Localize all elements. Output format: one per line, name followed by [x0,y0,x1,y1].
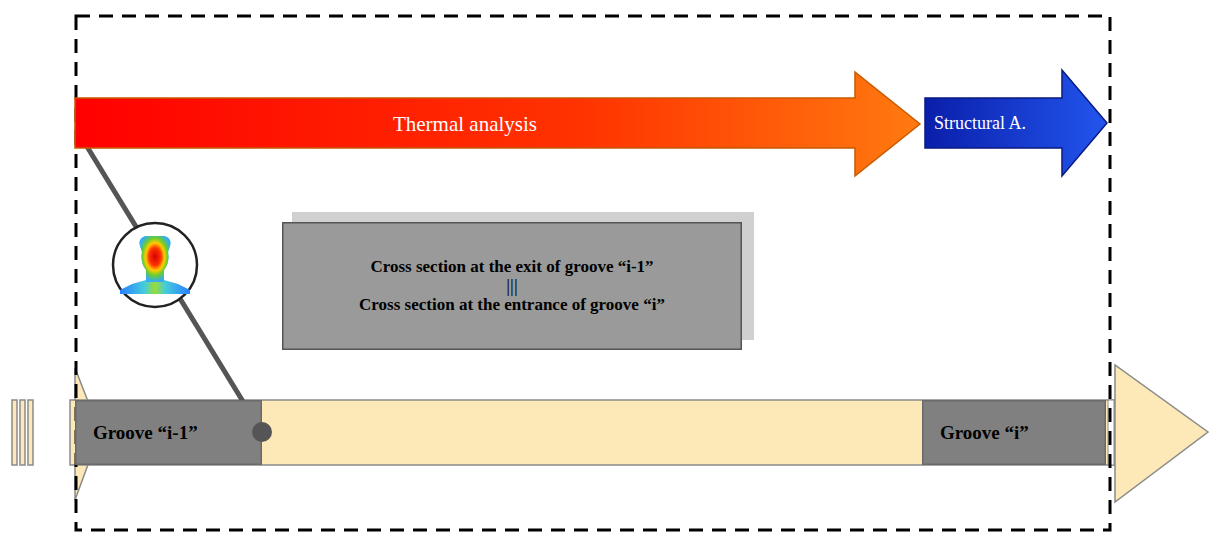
bar-left-marks [12,400,33,465]
groove-box: Groove “i-1” [75,400,262,465]
note-box: Cross section at the exit of groove “i-1… [282,222,742,350]
connector-line [77,130,262,432]
node-text: Groove “i” [922,422,1106,444]
node-text: ||| [282,277,742,295]
node-text: Structural A. [925,113,1107,134]
process-arrow: Structural A. [925,70,1107,176]
bar-right-arrowhead [1115,365,1208,502]
leader-connector [77,130,262,432]
node-text: Cross section at the entrance of groove … [282,295,742,315]
process-arrow: Thermal analysis [75,72,920,176]
stock-bar [70,400,1115,465]
dashed-frame [76,16,1110,530]
node-text: Thermal analysis [75,112,920,137]
node-text: Groove “i-1” [75,422,262,444]
magnifier-circle [113,223,197,307]
node-text: Cross section at the exit of groove “i-1… [282,257,742,277]
groove-box: Groove “i” [922,400,1106,465]
rail-section-heatmap [120,236,190,294]
